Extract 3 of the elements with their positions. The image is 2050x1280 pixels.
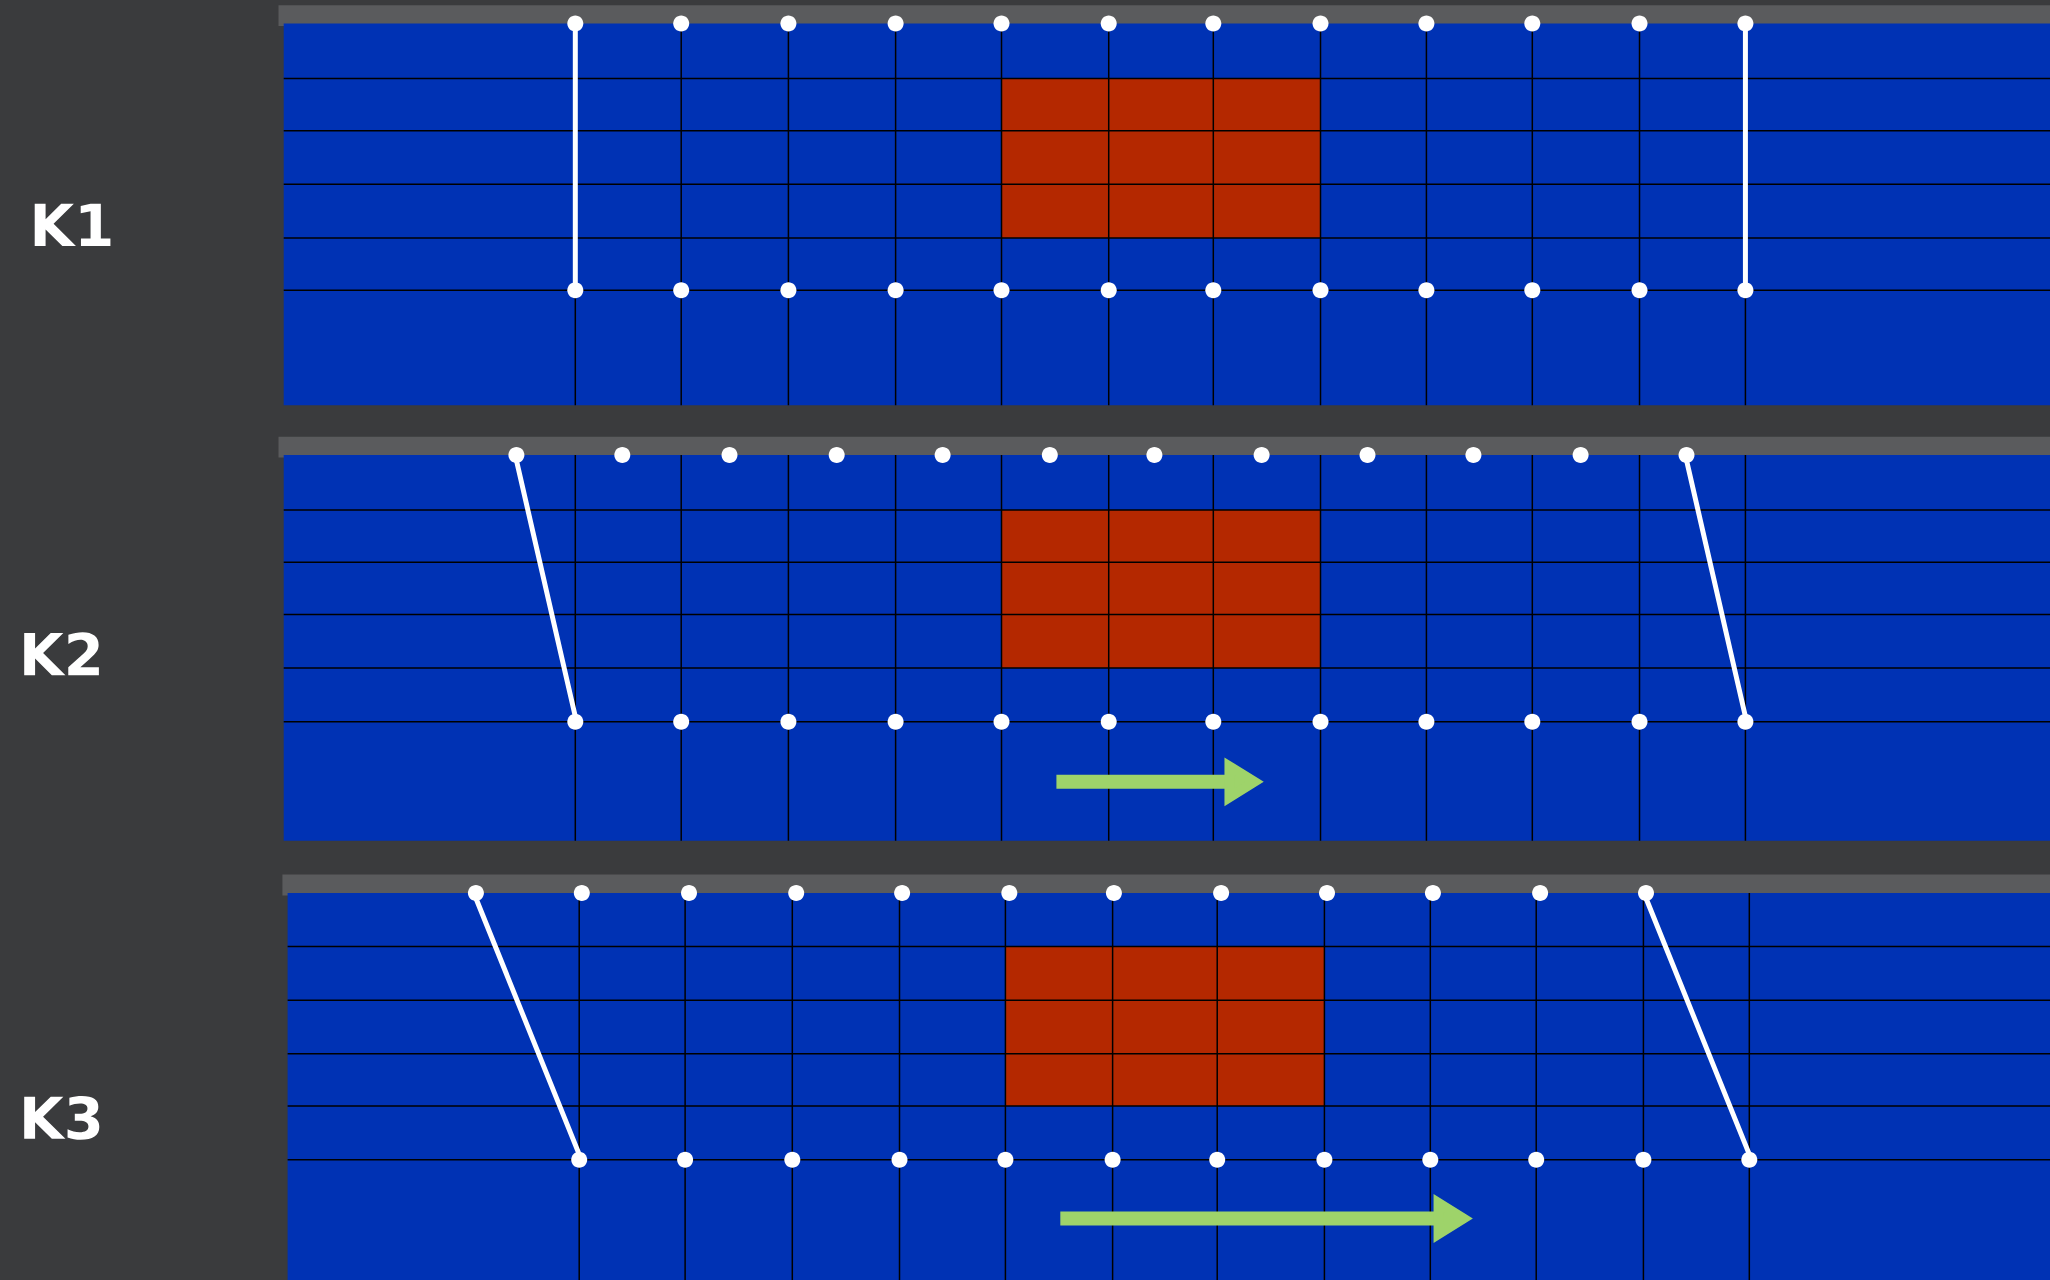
panel-label: K3 <box>24 1095 100 1140</box>
panel-label: K1 <box>34 203 111 246</box>
panel-label: K2 <box>24 632 99 676</box>
